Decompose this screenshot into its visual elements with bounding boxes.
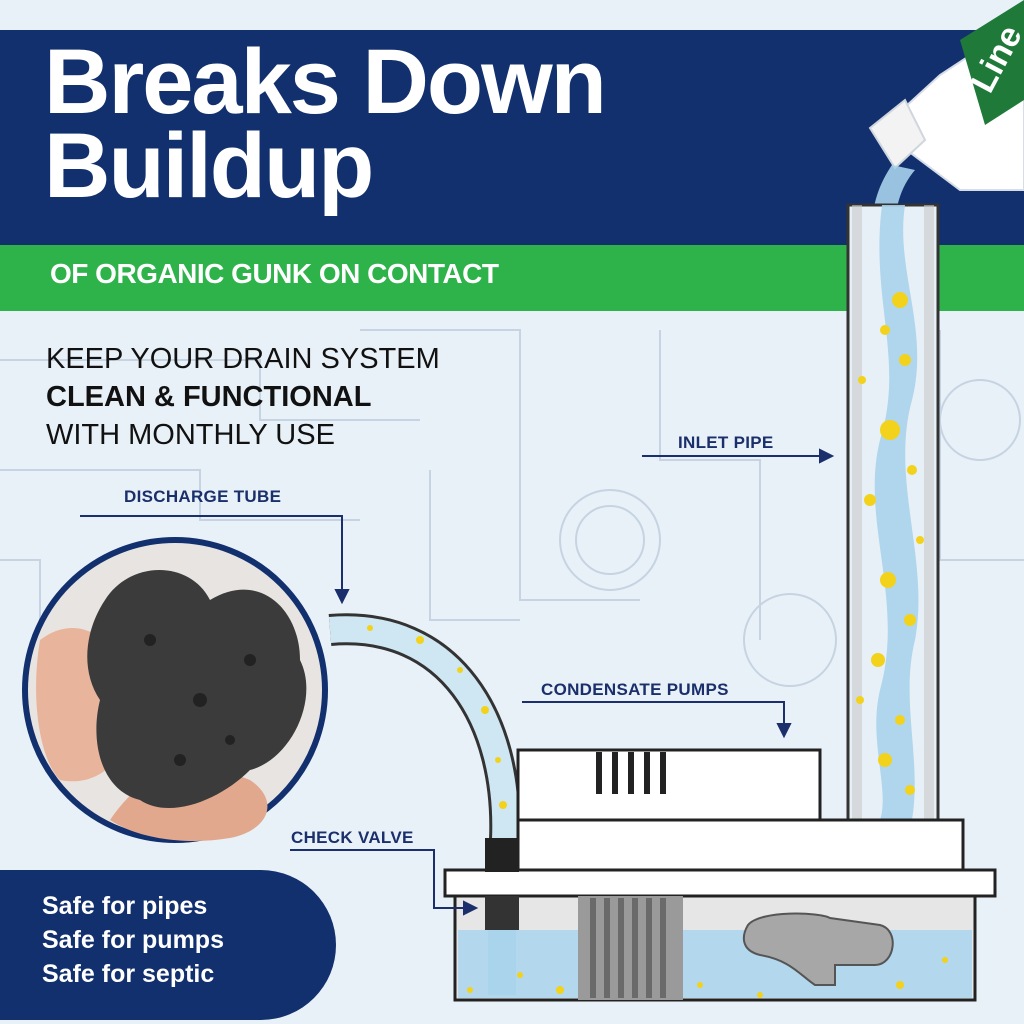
safety-item-septic: Safe for septic bbox=[42, 960, 215, 988]
lead-text: KEEP YOUR DRAIN SYSTEM CLEAN & FUNCTIONA… bbox=[46, 340, 440, 454]
callout-discharge-tube: DISCHARGE TUBE bbox=[124, 487, 282, 506]
cleaner-bottle: Line bbox=[868, 0, 1024, 191]
callout-inlet-pipe: INLET PIPE bbox=[678, 433, 774, 452]
subheadline: OF ORGANIC GUNK ON CONTACT bbox=[50, 258, 499, 289]
headline-line-2: Buildup bbox=[44, 115, 374, 217]
discharge-tube bbox=[328, 613, 522, 841]
safety-item-pipes: Safe for pipes bbox=[42, 892, 208, 920]
headline-line-1: Breaks Down bbox=[44, 31, 607, 133]
gunk-photo bbox=[22, 537, 328, 843]
callout-condensate-pumps: CONDENSATE PUMPS bbox=[541, 680, 729, 699]
safety-item-pumps: Safe for pumps bbox=[42, 926, 224, 954]
lead-line-3: WITH MONTHLY USE bbox=[46, 419, 335, 451]
lead-line-1: KEEP YOUR DRAIN SYSTEM bbox=[46, 343, 440, 375]
headline: Breaks Down Buildup bbox=[44, 31, 607, 217]
safety-panel: Safe for pipes Safe for pumps Safe for s… bbox=[0, 870, 336, 1020]
condensate-pump bbox=[443, 748, 997, 1002]
callout-arrows bbox=[80, 448, 835, 916]
inlet-pipe bbox=[846, 203, 940, 822]
callout-check-valve: CHECK VALVE bbox=[291, 828, 414, 847]
lead-line-2: CLEAN & FUNCTIONAL bbox=[46, 381, 372, 413]
